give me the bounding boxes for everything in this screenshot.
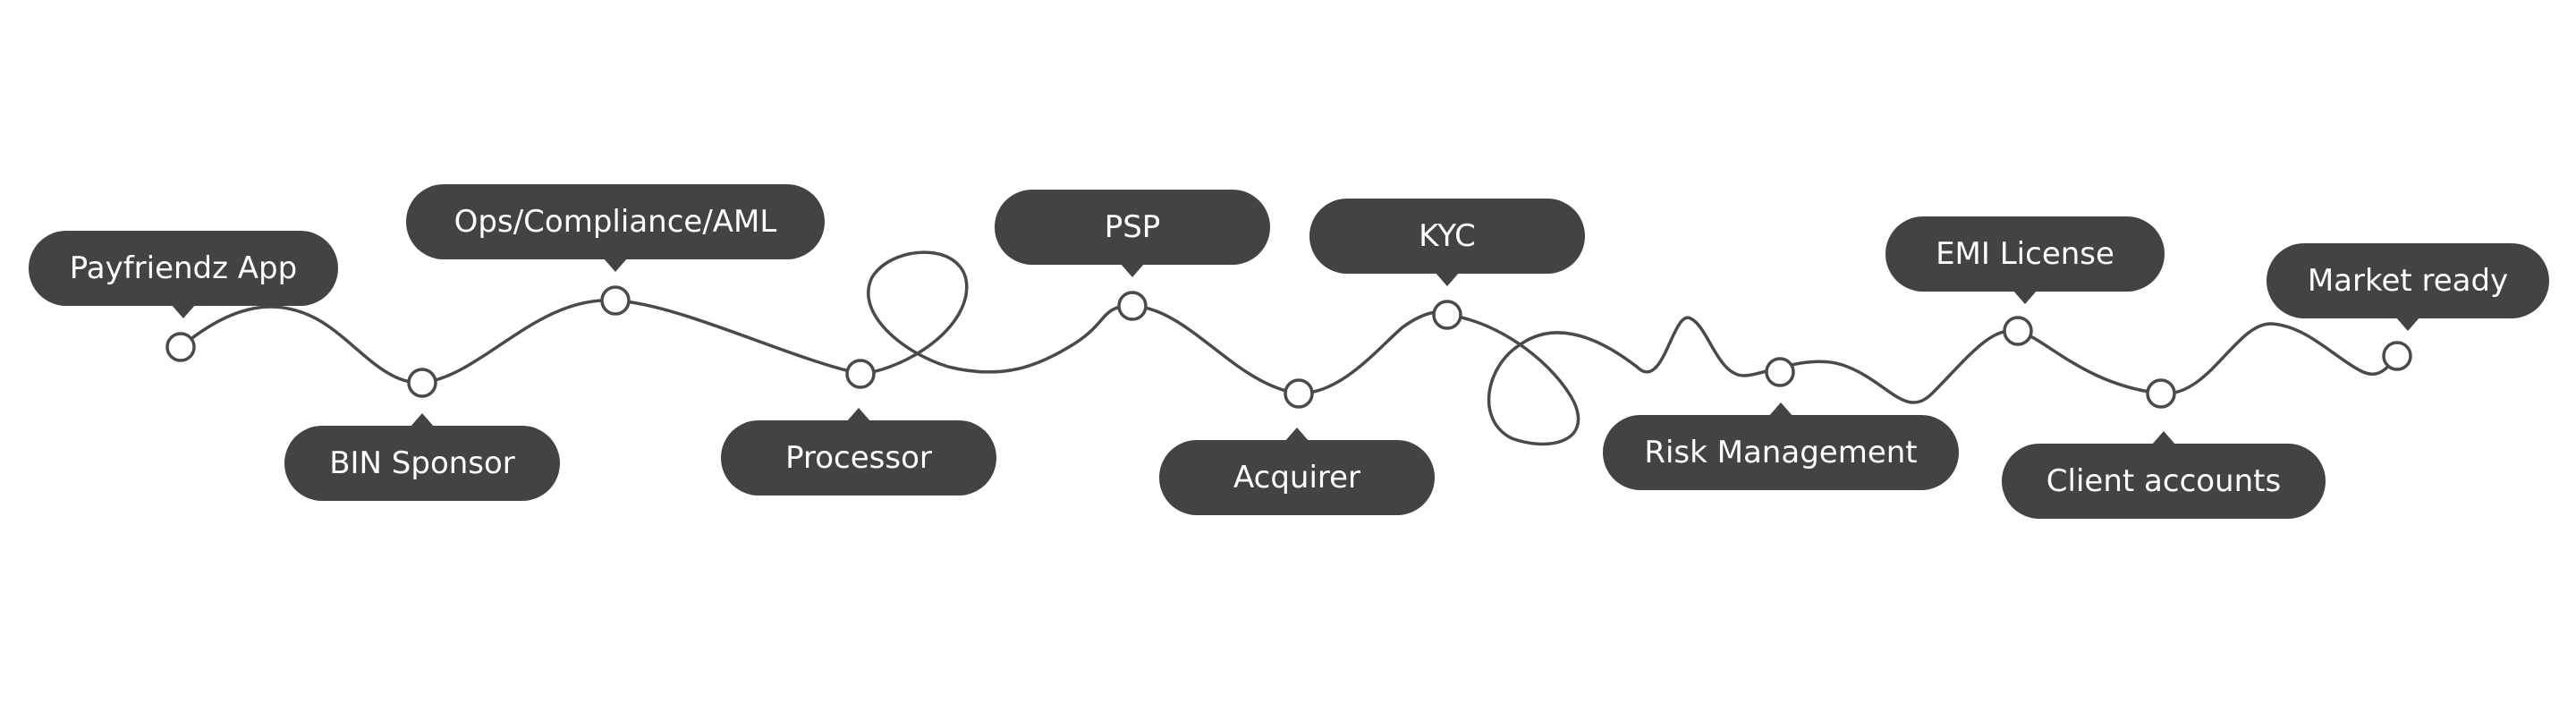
milestone-label-risk-management: Risk Management [1603, 402, 1959, 490]
milestone-label-bin-sponsor: BIN Sponsor [284, 413, 560, 501]
milestone-node-emi [2003, 316, 2033, 346]
milestone-label-kyc: KYC [1309, 199, 1585, 286]
milestone-label-processor: Processor [721, 408, 996, 495]
milestone-label-acquirer: Acquirer [1159, 428, 1435, 515]
milestone-label-client-accounts: Client accounts [2002, 431, 2326, 519]
milestone-node-acquirer [1284, 378, 1314, 409]
milestone-label-payfriendz: Payfriendz App [29, 231, 338, 318]
milestone-node-client-accounts [2146, 378, 2176, 409]
milestone-node-payfriendz [165, 332, 196, 362]
milestone-node-risk [1765, 357, 1795, 387]
milestone-node-ops [600, 285, 631, 316]
milestone-label-emi-license: EMI License [1885, 216, 2165, 304]
milestone-node-bin-sponsor [407, 368, 437, 398]
milestone-node-processor [845, 359, 876, 389]
milestone-node-kyc [1432, 300, 1462, 330]
milestone-node-psp [1117, 291, 1148, 321]
milestone-label-psp: PSP [995, 190, 1270, 277]
milestone-label-ops-compliance-aml: Ops/Compliance/AML [406, 184, 825, 272]
milestone-label-market-ready: Market ready [2267, 243, 2549, 331]
milestone-node-market-ready [2382, 341, 2412, 371]
